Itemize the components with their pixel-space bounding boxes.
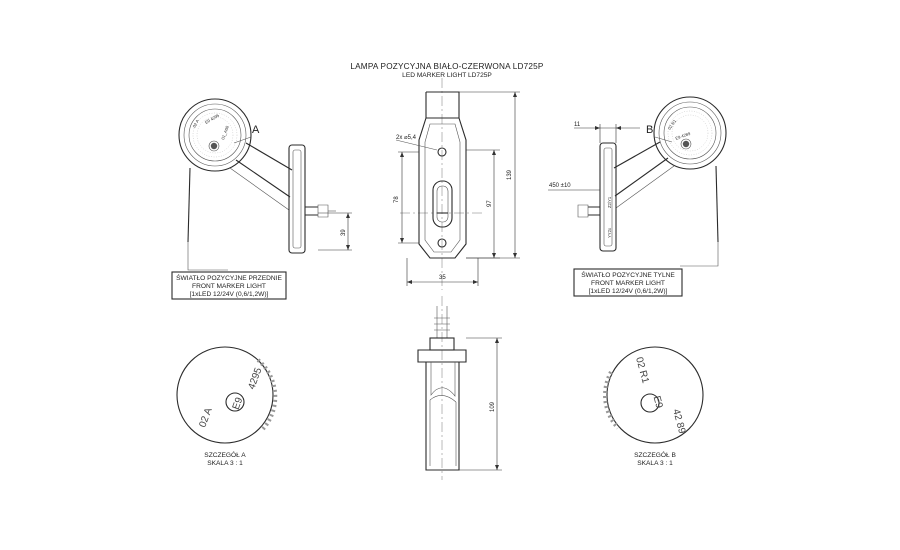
detail-b-mark-3: 42 89 (670, 408, 687, 435)
right-side-view: 02 R1 E9 4289 B 11 450 ±10 Z2/Y1 YY2x ŚW… (548, 96, 727, 297)
dim-holes: 2x ⌀5,4 (396, 135, 417, 141)
detail-b-mark-2: E9 (651, 395, 665, 410)
right-box-line-3: [1xLED 12/24V (0,6/1,2W)] (589, 288, 668, 295)
callout-b: B (646, 124, 653, 136)
dim-139: 139 (507, 169, 513, 180)
detail-a: 02 A E9 4295 SZCZEGÓŁ A SKALA 3 : 1 (176, 346, 278, 467)
front-view: 2x ⌀5,4 78 97 139 35 (394, 78, 520, 290)
detail-a-mark-1: 02 A (197, 406, 214, 429)
svg-text:02 A: 02 A (192, 119, 201, 129)
detail-b: 02 R1 E9 42 89 SZCZEGÓŁ B SKALA 3 : 1 (603, 346, 704, 467)
dim-left-39: 39 (341, 229, 347, 236)
dim-35: 35 (439, 275, 446, 281)
cable-label-2: YY2x (607, 227, 612, 238)
left-box-line-2: FRONT MARKER LIGHT (192, 283, 266, 290)
detail-a-mark-2: E9 (231, 396, 246, 412)
detail-a-label: SZCZEGÓŁ A (204, 450, 246, 459)
left-box-line-1: ŚWIATŁO POZYCYJNE PRZEDNIE (176, 273, 282, 282)
detail-b-label: SZCZEGÓŁ B (634, 450, 676, 459)
cable-label-1: Z2/Y1 (607, 196, 612, 208)
detail-a-scale: SKALA 3 : 1 (207, 460, 243, 467)
svg-text:E9 4289: E9 4289 (675, 131, 692, 141)
svg-text:01_A08: 01_A08 (220, 124, 230, 140)
dim-97: 97 (487, 200, 493, 207)
left-side-view: 02 A E9 4295 01_A08 A 39 ŚWIATŁO POZYCYJ… (171, 98, 352, 300)
bottom-view: 109 (417, 296, 502, 480)
left-box-line-3: [1xLED 12/24V (0,6/1,2W)] (190, 291, 269, 298)
dim-78: 78 (394, 196, 400, 203)
dim-cable-length: 450 ±10 (549, 183, 571, 189)
dim-11: 11 (574, 122, 581, 128)
right-box-line-1: ŚWIATŁO POZYCYJNE TYLNE (581, 270, 675, 279)
callout-a: A (252, 124, 260, 136)
detail-a-mark-3: 4295 (246, 366, 264, 391)
title-line-1: LAMPA POZYCYJNA BIAŁO-CZERWONA LD725P (350, 62, 544, 71)
dim-109: 109 (490, 401, 496, 412)
right-box-line-2: FRONT MARKER LIGHT (591, 280, 665, 287)
svg-text:E9 4295: E9 4295 (204, 112, 221, 124)
detail-b-scale: SKALA 3 : 1 (637, 460, 673, 467)
detail-b-mark-1: 02 R1 (633, 356, 651, 385)
svg-text:02 R1: 02 R1 (667, 118, 678, 131)
title-line-2: LED MARKER LIGHT LD725P (402, 72, 492, 79)
